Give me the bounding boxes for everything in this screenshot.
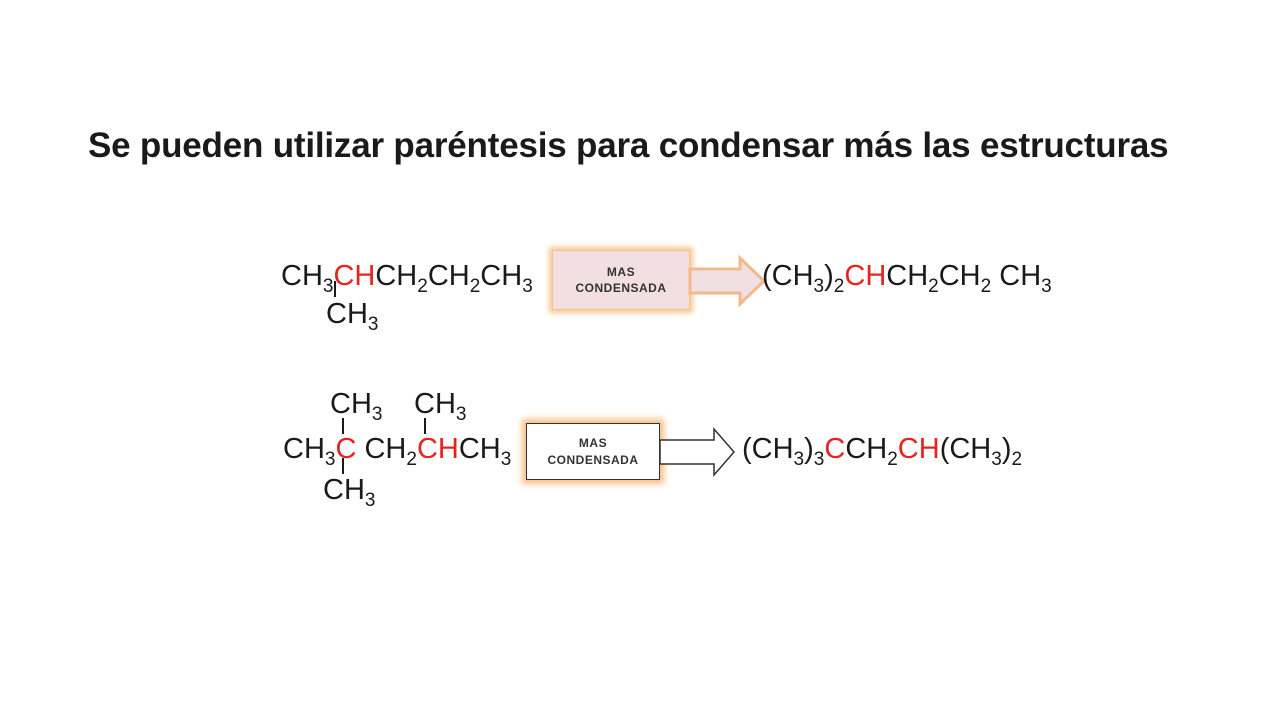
example2-bond-up-2 (424, 418, 426, 434)
example1-main-chain-formula: CH3CHCH2CH2CH3 (281, 260, 533, 297)
example1-branch-below-formula: CH3 (326, 298, 378, 335)
formula-subscript: 3 (793, 449, 805, 470)
formula-subscript: 2 (1011, 449, 1023, 470)
formula-atom-group: ) (1001, 433, 1012, 465)
formula-atom-group: (CH (742, 433, 794, 465)
formula-atom-group: CH (938, 260, 981, 292)
formula-subscript: 3 (371, 404, 383, 425)
formula-atom-group: CH (458, 433, 501, 465)
formula-atom-group: CH (281, 260, 323, 292)
example2-right-arrow-icon (659, 426, 735, 478)
formula-atom-group: CH (991, 260, 1042, 292)
formula-subscript: 3 (367, 314, 379, 335)
formula-subscript: 2 (928, 276, 939, 297)
formula-atom-group: CH (375, 260, 418, 292)
example1-bond-down (334, 281, 336, 297)
formula-atom-group: C (335, 433, 357, 465)
formula-atom-group: CH (330, 388, 372, 420)
example2-main-chain-formula: CH3C CH2CHCH3 (283, 433, 511, 470)
formula-atom-group: CH (283, 433, 325, 465)
formula-atom-group: CH (323, 474, 365, 506)
example1-label-line1: MAS (606, 264, 636, 279)
formula-atom-group: CH (886, 260, 929, 292)
example2-condensed-formula: (CH3)3CCH2CH(CH3)2 (742, 433, 1022, 470)
formula-subscript: 3 (364, 490, 376, 511)
formula-subscript: 2 (833, 276, 845, 297)
formula-atom-group: CH (845, 433, 888, 465)
formula-subscript: 3 (322, 276, 334, 297)
example2-bond-up-1 (342, 418, 344, 434)
formula-atom-group: CH (844, 260, 887, 292)
formula-subscript: 3 (1041, 276, 1052, 297)
formula-atom-group: CH (480, 260, 523, 292)
formula-atom-group: CH (326, 298, 368, 330)
formula-atom-group: ) (804, 433, 814, 465)
formula-subscript: 3 (991, 449, 1002, 470)
formula-subscript: 2 (406, 449, 417, 470)
formula-atom-group: ) (824, 260, 834, 292)
example2-label-line2: CONDENSADA (547, 452, 639, 467)
formula-atom-group: CH (333, 260, 376, 292)
example1-condensed-formula: (CH3)2CHCH2CH2 CH3 (762, 260, 1052, 297)
example2-branch-below-formula: CH3 (323, 474, 375, 511)
example1-condense-label-box: MAS CONDENSADA (552, 250, 690, 310)
formula-atom-group: CH (897, 433, 940, 465)
formula-atom-group: CH (414, 388, 456, 420)
formula-atom-group: (CH (939, 433, 992, 465)
formula-subscript: 3 (324, 449, 336, 470)
formula-subscript: 2 (887, 449, 898, 470)
example2-branch-above-1-formula: CH3 (330, 388, 382, 425)
formula-subscript: 2 (469, 276, 481, 297)
formula-subscript: 3 (500, 449, 512, 470)
formula-subscript: 3 (455, 404, 467, 425)
formula-subscript: 3 (813, 449, 825, 470)
formula-subscript: 2 (980, 276, 992, 297)
example1-label-line2: CONDENSADA (575, 281, 667, 295)
example2-branch-above-2-formula: CH3 (414, 388, 466, 425)
formula-atom-group: CH (416, 433, 459, 465)
formula-atom-group: (CH (762, 260, 814, 292)
formula-subscript: 3 (813, 276, 825, 297)
slide-title: Se pueden utilizar paréntesis para conde… (88, 126, 1169, 165)
formula-subscript: 2 (417, 276, 428, 297)
example2-label-line1: MAS (578, 436, 608, 451)
example2-bond-down (342, 458, 344, 474)
example2-condense-label-box: MAS CONDENSADA (526, 423, 660, 480)
example1-right-arrow-icon (688, 254, 767, 308)
formula-atom-group: C (824, 433, 846, 465)
formula-atom-group: CH (356, 433, 407, 465)
formula-atom-group: CH (427, 260, 470, 292)
formula-subscript: 3 (522, 276, 533, 297)
